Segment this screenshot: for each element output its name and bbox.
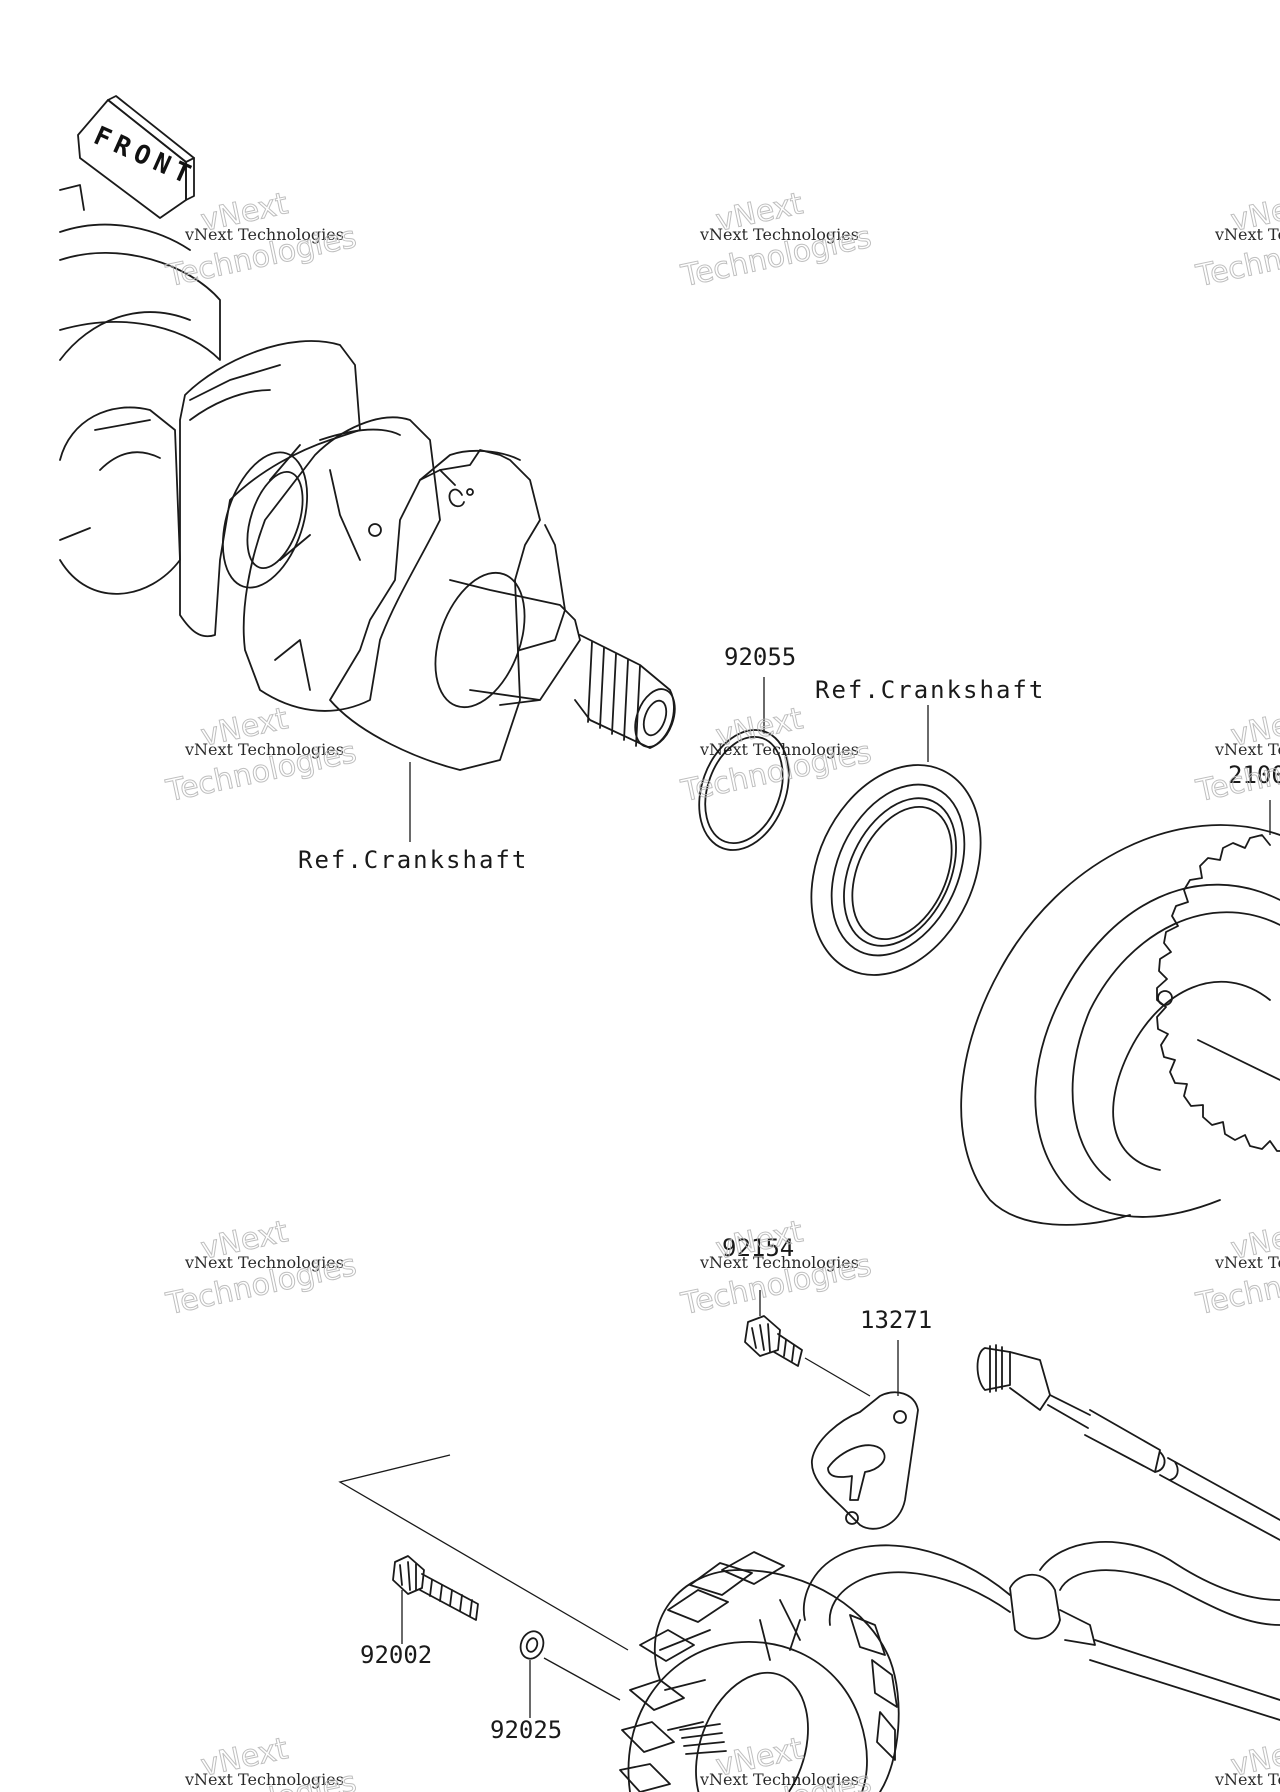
front-direction-tag: FRONT bbox=[77, 95, 200, 219]
callout-labels: 92055 Ref.Crankshaft Ref.Crankshaft 2100… bbox=[298, 643, 1280, 1744]
watermark: vNext vNext Technologies Technologies bbox=[1192, 701, 1280, 810]
watermark: vNext vNext Technologies Technologies bbox=[677, 1731, 875, 1792]
svg-text:vNext Technologies: vNext Technologies bbox=[699, 740, 859, 759]
callout-92002: 92002 bbox=[360, 1641, 432, 1669]
callout-92025: 92025 bbox=[490, 1716, 562, 1744]
watermark: vNext vNext Technologies Technologies bbox=[162, 1214, 360, 1323]
callout-ref-crankshaft-upper: Ref.Crankshaft bbox=[815, 676, 1045, 704]
watermark: vNext vNext Technologies Technologies bbox=[677, 701, 875, 810]
svg-text:vNext Technologies: vNext Technologies bbox=[699, 225, 859, 244]
callout-13271: 13271 bbox=[860, 1306, 932, 1334]
part-92055-ring bbox=[698, 677, 790, 851]
callout-92055: 92055 bbox=[724, 643, 796, 671]
watermark: vNext vNext Technologies Technologies bbox=[1192, 186, 1280, 295]
part-13271-plate bbox=[811, 1340, 919, 1530]
callout-92154: 92154 bbox=[722, 1234, 794, 1262]
svg-text:vNext Technologies: vNext Technologies bbox=[699, 1770, 859, 1789]
svg-text:vNext Technologies: vNext Technologies bbox=[184, 225, 344, 244]
watermark: vNext vNext Technologies Technologies bbox=[162, 701, 360, 810]
svg-text:vNext Technologies: vNext Technologies bbox=[1214, 1253, 1280, 1272]
oil-seal bbox=[810, 705, 982, 976]
part-92025-washer bbox=[519, 1630, 545, 1718]
svg-text:vNext Technologies: vNext Technologies bbox=[699, 1253, 859, 1272]
watermark: vNext vNext Technologies Technologies bbox=[677, 186, 875, 295]
watermark: vNext vNext Technologies Technologies bbox=[162, 186, 360, 295]
front-label: FRONT bbox=[89, 121, 200, 192]
svg-text:vNext Technologies: vNext Technologies bbox=[1214, 1770, 1280, 1789]
guide-lines bbox=[338, 1454, 629, 1701]
svg-text:vNext Technologies: vNext Technologies bbox=[1214, 225, 1280, 244]
watermark: vNext vNext Technologies Technologies bbox=[162, 1731, 360, 1792]
svg-text:vNext Technologies: vNext Technologies bbox=[184, 1253, 344, 1272]
part-92154-bolt bbox=[744, 1290, 871, 1397]
callout-ref-crankshaft-lower: Ref.Crankshaft bbox=[298, 846, 528, 874]
callout-21007: 21007 bbox=[1228, 761, 1280, 789]
part-92002-bolt bbox=[392, 1555, 479, 1644]
stator-coil bbox=[619, 1551, 900, 1792]
watermark: vNext vNext Technologies Technologies bbox=[1192, 1731, 1280, 1792]
watermark: vNext vNext Technologies Technologies bbox=[677, 1214, 875, 1323]
part-21007-rotor bbox=[960, 800, 1280, 1226]
svg-text:vNext Technologies: vNext Technologies bbox=[184, 1770, 344, 1789]
watermarks: vNext vNext Technologies Technologies vN… bbox=[162, 186, 1280, 1792]
watermark: vNext vNext Technologies Technologies bbox=[1192, 1214, 1280, 1323]
wiring-harness bbox=[802, 1344, 1280, 1721]
crankshaft-drawing bbox=[59, 184, 676, 842]
svg-text:vNext Technologies: vNext Technologies bbox=[1214, 740, 1280, 759]
svg-text:vNext Technologies: vNext Technologies bbox=[184, 740, 344, 759]
